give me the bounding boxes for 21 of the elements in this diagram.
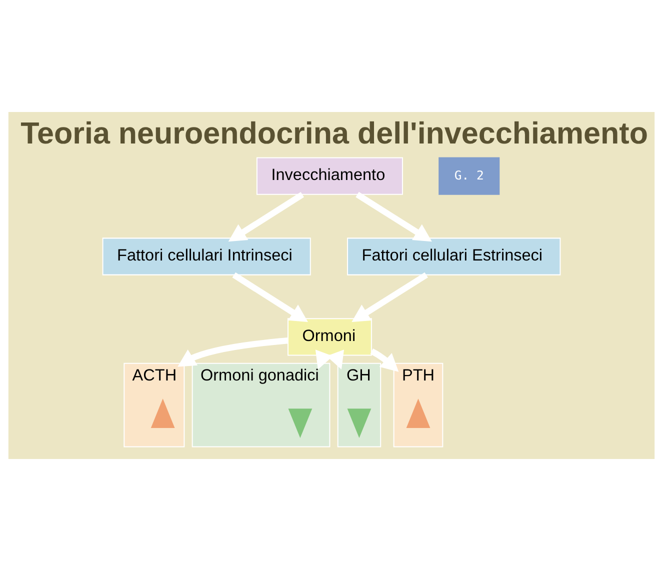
arrow xyxy=(370,348,399,372)
label: G. 2 xyxy=(454,168,484,182)
node-box: Fattori cellulari Intrinseci xyxy=(102,237,311,275)
cluster: Ormoni gonadici xyxy=(192,362,330,447)
node-box: Invecchiamento xyxy=(256,156,403,194)
node-box: Ormoni xyxy=(288,318,372,356)
diagram-title: Teoria neuroendocrina dell'invecchiamento xyxy=(20,116,648,150)
arrow xyxy=(356,191,432,242)
node-arrow xyxy=(150,398,175,428)
cluster: PTH xyxy=(393,362,444,447)
node-arrow xyxy=(347,408,372,438)
arrow xyxy=(352,272,428,322)
node-box: Fattori cellulari Estrinseci xyxy=(347,237,561,275)
arrow xyxy=(178,337,288,366)
arrow xyxy=(232,272,308,322)
cluster: GH xyxy=(337,362,382,447)
arrow xyxy=(228,191,304,242)
cluster: ACTH xyxy=(124,362,185,447)
arrow xyxy=(326,349,344,369)
node-arrow xyxy=(288,408,312,438)
node-arrow xyxy=(406,398,430,428)
